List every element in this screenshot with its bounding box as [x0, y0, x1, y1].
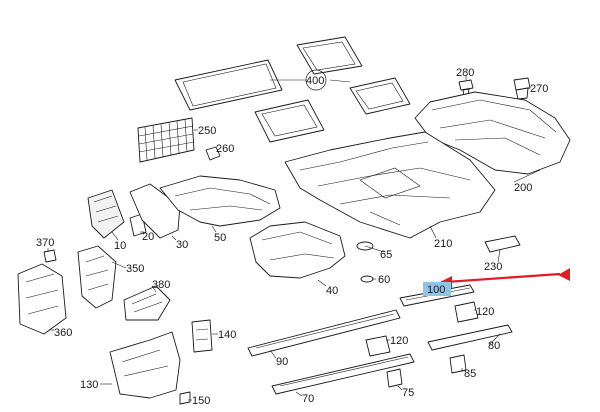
seat-side-360 [17, 263, 67, 335]
sill-strip-70 [271, 353, 415, 395]
seat-side-350 [77, 245, 117, 309]
callout-100: 100 [427, 284, 445, 296]
callout-80: 80 [488, 340, 500, 352]
callout-400-ring [305, 69, 327, 91]
callout-360: 360 [54, 327, 72, 339]
leader-lines [47, 76, 541, 401]
callout-60: 60 [378, 274, 390, 286]
callout-75: 75 [402, 387, 414, 399]
front-floor-insulation [284, 131, 496, 239]
callout-380: 380 [152, 279, 170, 291]
sill-strip-90 [247, 309, 401, 357]
callout-130: 130 [80, 379, 98, 391]
clip-270 [513, 77, 531, 100]
callout-230: 230 [484, 261, 502, 273]
callout-65: 65 [380, 249, 392, 261]
clip-120-right [454, 301, 479, 323]
callout-350: 350 [126, 263, 144, 275]
clip-75 [386, 368, 403, 388]
callout-150: 150 [192, 395, 210, 407]
sill-strip-80 [427, 324, 513, 351]
callout-270: 270 [530, 83, 548, 95]
clip-120-left [365, 335, 391, 357]
red-pointer-arrow [438, 268, 570, 288]
part-370 [43, 249, 57, 263]
plug-60 [360, 275, 374, 283]
callout-10: 10 [114, 240, 126, 252]
strap-230 [484, 235, 521, 253]
callout-260: 260 [216, 143, 234, 155]
cargo-net [137, 117, 195, 163]
callout-400: 400 [306, 75, 324, 87]
bracket-140 [191, 319, 213, 353]
trunk-lining-50 [159, 175, 281, 227]
callout-70: 70 [302, 393, 314, 405]
callout-200: 200 [514, 182, 532, 194]
callout-120-right: 120 [476, 306, 494, 318]
callout-370: 370 [36, 237, 54, 249]
callout-50: 50 [214, 232, 226, 244]
callout-250: 250 [198, 125, 216, 137]
callout-labels: 400 280 270 250 260 200 10 20 30 50 65 2… [36, 67, 548, 407]
callout-85: 85 [464, 368, 476, 380]
callout-90: 90 [276, 356, 288, 368]
callout-20: 20 [142, 231, 154, 243]
cover-380 [123, 285, 171, 321]
callout-280: 280 [456, 67, 474, 79]
callout-210: 210 [434, 238, 452, 250]
wheel-housing-lining-40 [249, 221, 346, 279]
callout-40: 40 [326, 285, 338, 297]
trim-panel-10 [87, 189, 125, 239]
callout-120-left: 120 [390, 335, 408, 347]
floor-mat-set [174, 36, 411, 143]
trim-panel-130 [109, 331, 181, 399]
callout-highlight [423, 282, 451, 296]
rear-floor-insulation [414, 91, 571, 175]
callout-30: 30 [176, 239, 188, 251]
callout-140: 140 [218, 329, 236, 341]
clip-260 [205, 146, 221, 161]
clip-150 [179, 391, 191, 405]
